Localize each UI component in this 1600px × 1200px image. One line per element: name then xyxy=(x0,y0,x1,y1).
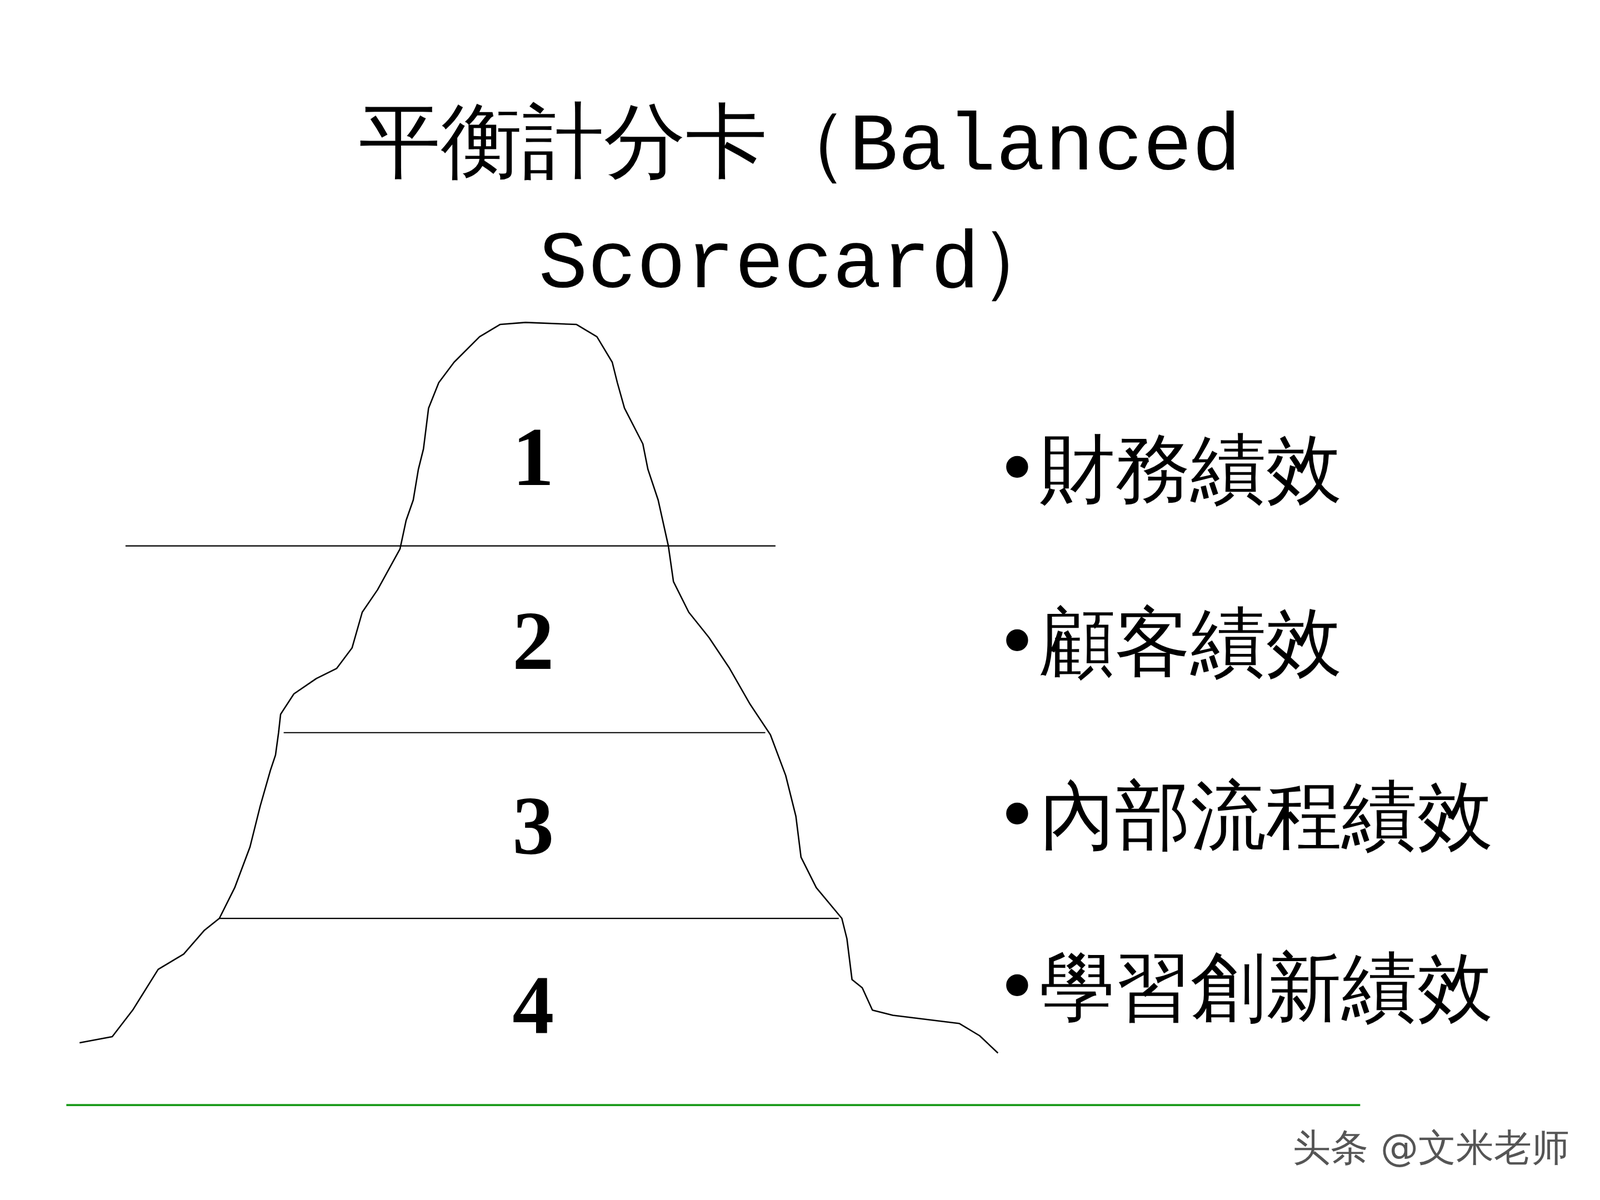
iceberg-band: 1 xyxy=(448,367,618,546)
perspective-label: •財務績效 xyxy=(995,418,1342,520)
band-number: 2 xyxy=(512,598,554,683)
band-number: 3 xyxy=(512,783,554,868)
page-title: 平衡計分卡（Balanced Scorecard） xyxy=(300,88,1300,325)
perspective-label: •內部流程績效 xyxy=(995,765,1493,868)
band-number: 4 xyxy=(512,963,554,1047)
iceberg-outline xyxy=(79,322,998,1053)
perspective-label: •顧客績效 xyxy=(995,592,1342,694)
band-number: 1 xyxy=(512,415,554,499)
iceberg-band: 2 xyxy=(448,551,618,730)
iceberg-band: 3 xyxy=(448,736,618,915)
iceberg-band: 4 xyxy=(448,958,618,1051)
perspective-label: •學習創新績效 xyxy=(995,936,1493,1039)
divider-line xyxy=(219,917,839,919)
divider-line xyxy=(125,545,776,547)
footer-rule xyxy=(66,1103,1360,1107)
divider-line xyxy=(283,732,766,734)
watermark: 头条 @文米老师 xyxy=(1292,1122,1570,1174)
